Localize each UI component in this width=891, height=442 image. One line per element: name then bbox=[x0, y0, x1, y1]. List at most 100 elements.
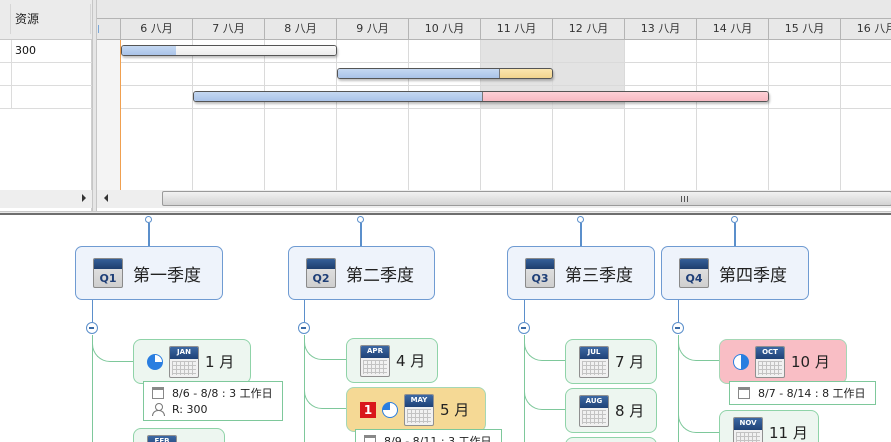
column-separator[interactable] bbox=[10, 4, 11, 34]
grid-line bbox=[408, 40, 409, 190]
branch-trunk bbox=[92, 335, 93, 442]
progress-segment bbox=[194, 92, 482, 101]
calendar-oct-icon: OCT bbox=[755, 345, 785, 378]
task-resource: R: 300 bbox=[172, 402, 208, 416]
grid-line bbox=[192, 40, 193, 190]
task-info-oct[interactable]: 8/7 - 8/14 : 8 工作日 bbox=[729, 381, 876, 405]
connector-line bbox=[92, 300, 93, 322]
remaining-segment bbox=[499, 69, 552, 78]
topic-q2[interactable]: Q2 第二季度 bbox=[288, 246, 435, 300]
connector-line bbox=[734, 223, 736, 247]
connector-line bbox=[580, 223, 582, 247]
grid-line bbox=[120, 108, 891, 109]
topic-aug[interactable]: AUG 8 月 bbox=[565, 388, 657, 433]
branch-line bbox=[92, 335, 134, 362]
task-dates: 8/9 - 8/11 : 3 工作日 bbox=[384, 435, 492, 442]
grid-row[interactable]: 300 bbox=[0, 40, 92, 63]
task-info-may[interactable]: 8/9 - 8/11 : 3 工作日 bbox=[355, 429, 502, 442]
connector-line bbox=[148, 223, 150, 247]
calendar-aug-icon: AUG bbox=[579, 394, 609, 427]
grid-line bbox=[336, 40, 337, 190]
column-separator[interactable] bbox=[90, 4, 91, 34]
gantt-horizontal-scrollbar[interactable] bbox=[97, 190, 891, 208]
timescale-left-strip bbox=[97, 18, 120, 40]
grid-line bbox=[768, 40, 769, 190]
progress-segment bbox=[122, 46, 176, 55]
panel-splitter[interactable] bbox=[92, 0, 97, 212]
scrollbar-thumb[interactable] bbox=[162, 191, 891, 206]
topic-label: 第三季度 bbox=[565, 265, 633, 286]
day-column-header: 6 八月 bbox=[120, 18, 192, 40]
topic-apr[interactable]: APR 4 月 bbox=[346, 338, 438, 383]
grid-row[interactable] bbox=[0, 63, 92, 86]
collapse-q3-button[interactable] bbox=[518, 322, 530, 334]
topic-q4[interactable]: Q4 第四季度 bbox=[661, 246, 809, 300]
task-info-jan[interactable]: 8/6 - 8/8 : 3 工作日 R: 300 bbox=[143, 381, 283, 421]
topic-may[interactable]: 1 MAY 5 月 bbox=[346, 387, 486, 432]
task-bar-may[interactable] bbox=[337, 68, 553, 79]
grid-row[interactable] bbox=[0, 86, 92, 109]
connector-line bbox=[524, 300, 525, 322]
progress-25-icon bbox=[382, 401, 398, 418]
mindmap-canvas: Q1 第一季度 Q2 第二季度 Q3 第三季度 Q4 第四季度 JAN 1 月 … bbox=[0, 215, 891, 442]
calendar-nov-icon: NOV bbox=[733, 416, 763, 442]
progress-50-icon bbox=[733, 353, 749, 370]
topic-jul[interactable]: JUL 7 月 bbox=[565, 339, 657, 384]
grid-line bbox=[120, 62, 891, 63]
branch-line bbox=[524, 361, 566, 410]
connector-dot bbox=[357, 216, 364, 223]
task-bar-oct[interactable] bbox=[193, 91, 769, 102]
grid-line bbox=[264, 40, 265, 190]
topic-label: 第一季度 bbox=[133, 265, 201, 286]
topic-jan[interactable]: JAN 1 月 bbox=[133, 339, 251, 384]
pane-divider[interactable] bbox=[0, 211, 891, 215]
timescale-top-band bbox=[97, 0, 891, 18]
grid-line bbox=[624, 40, 625, 190]
day-column-header: 13 八月 bbox=[624, 18, 696, 40]
topic-oct[interactable]: OCT 10 月 bbox=[719, 339, 847, 384]
grid-line bbox=[840, 40, 841, 190]
collapse-q2-button[interactable] bbox=[298, 322, 310, 334]
grip-icon bbox=[681, 196, 688, 202]
task-bar-jan[interactable] bbox=[121, 45, 337, 56]
grid-line bbox=[120, 85, 891, 86]
scroll-left-arrow-icon[interactable] bbox=[104, 194, 108, 202]
resource-grid-scrollbar[interactable] bbox=[0, 190, 92, 208]
branch-line bbox=[304, 360, 347, 409]
topic-nov[interactable]: NOV 11 月 bbox=[719, 410, 819, 442]
calendar-q3-icon: Q3 bbox=[525, 258, 555, 288]
gantt-left-strip bbox=[97, 40, 120, 190]
calendar-q1-icon: Q1 bbox=[93, 258, 123, 288]
calendar-jan-icon: JAN bbox=[169, 345, 199, 378]
topic-q1[interactable]: Q1 第一季度 bbox=[75, 246, 223, 300]
day-column-header: 15 八月 bbox=[768, 18, 840, 40]
topic-label: 4 月 bbox=[396, 352, 426, 370]
connector-line bbox=[678, 300, 679, 322]
topic-label: 第二季度 bbox=[346, 265, 414, 286]
day-column-header: 8 八月 bbox=[264, 18, 336, 40]
calendar-icon bbox=[152, 387, 164, 399]
grid-line bbox=[552, 40, 553, 190]
branch-line bbox=[678, 361, 720, 433]
grid-line bbox=[480, 40, 481, 190]
topic-label: 5 月 bbox=[440, 401, 470, 419]
progress-segment bbox=[338, 69, 499, 78]
scroll-right-arrow-icon[interactable] bbox=[82, 194, 86, 202]
day-column-header: 16 八月 bbox=[840, 18, 891, 40]
calendar-apr-icon: APR bbox=[360, 344, 390, 377]
connector-dot bbox=[145, 216, 152, 223]
branch-line bbox=[678, 335, 720, 361]
resource-cell[interactable]: 300 bbox=[15, 44, 36, 57]
resource-user-icon bbox=[152, 402, 165, 416]
column-header-resource[interactable]: 资源 bbox=[15, 12, 40, 26]
cell-separator bbox=[11, 63, 12, 85]
calendar-jul-icon: JUL bbox=[579, 345, 609, 378]
calendar-icon bbox=[364, 435, 376, 442]
collapse-q4-button[interactable] bbox=[672, 322, 684, 334]
calendar-icon bbox=[738, 387, 750, 399]
topic-q3[interactable]: Q3 第三季度 bbox=[507, 246, 655, 300]
day-column-header: 12 八月 bbox=[552, 18, 624, 40]
topic-feb[interactable]: FEB 2 月 bbox=[133, 428, 225, 442]
collapse-q1-button[interactable] bbox=[86, 322, 98, 334]
topic-sep-partial[interactable] bbox=[565, 437, 657, 442]
